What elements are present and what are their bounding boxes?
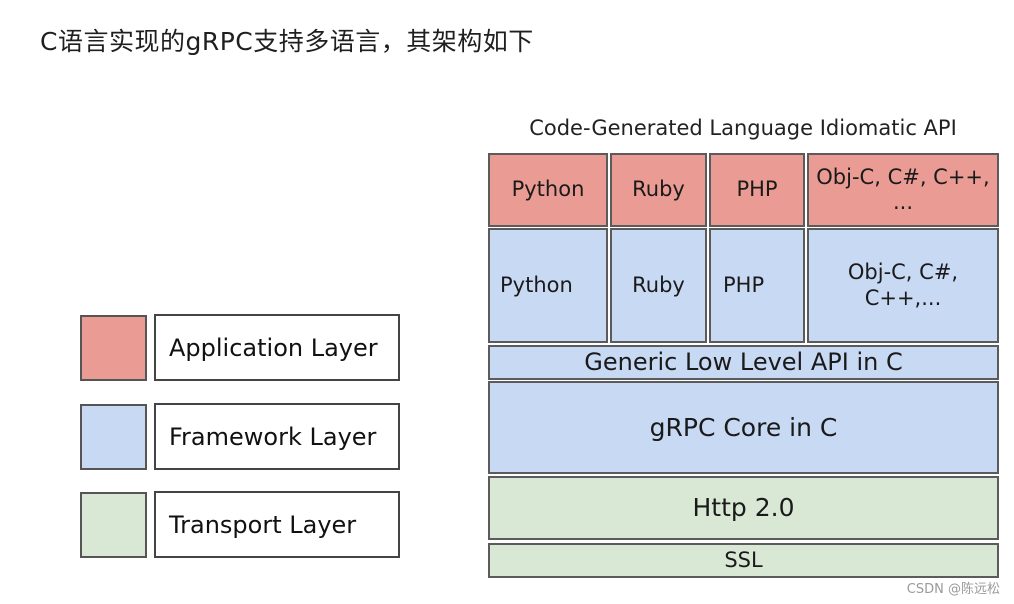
legend-transport-text: Transport Layer xyxy=(169,510,357,539)
fw-php-box: PHP xyxy=(709,228,805,343)
fw-php-label: PHP xyxy=(723,272,765,297)
app-php-label: PHP xyxy=(736,177,778,202)
grpc-core-box: gRPC Core in C xyxy=(488,381,999,474)
diagram-title: Code-Generated Language Idiomatic API xyxy=(529,116,957,140)
grpc-core-label: gRPC Core in C xyxy=(649,412,838,442)
ssl-label: SSL xyxy=(724,547,763,572)
app-other-label: Obj-C, C#, C++, ... xyxy=(816,164,990,214)
fw-python-label: Python xyxy=(500,272,573,297)
low-level-api-box: Generic Low Level API in C xyxy=(488,345,999,380)
watermark: CSDN @陈远松 xyxy=(906,582,1000,597)
legend-transport-swatch xyxy=(80,492,147,558)
app-ruby-label: Ruby xyxy=(632,177,685,202)
app-python-label: Python xyxy=(511,177,585,202)
fw-ruby-box: Ruby xyxy=(610,228,707,343)
app-python-box: Python xyxy=(488,153,608,227)
app-ruby-box: Ruby xyxy=(610,153,707,227)
fw-ruby-label: Ruby xyxy=(632,272,685,297)
page-heading: C语言实现的gRPC支持多语言，其架构如下 xyxy=(40,27,534,56)
http-box: Http 2.0 xyxy=(488,476,999,540)
legend-framework-text: Framework Layer xyxy=(169,422,377,451)
fw-other-box: Obj-C, C#, C++,... xyxy=(807,228,999,343)
legend-framework-swatch xyxy=(80,404,147,470)
ssl-box: SSL xyxy=(488,543,999,578)
legend-application-swatch xyxy=(80,315,147,381)
legend-application-label: Application Layer xyxy=(154,314,400,381)
fw-python-box: Python xyxy=(488,228,608,343)
fw-other-label: Obj-C, C#, C++,... xyxy=(847,260,959,310)
http-label: Http 2.0 xyxy=(692,493,795,522)
legend-application-text: Application Layer xyxy=(169,333,378,362)
legend-framework-label: Framework Layer xyxy=(154,403,400,470)
app-php-box: PHP xyxy=(709,153,805,227)
legend-transport-label: Transport Layer xyxy=(154,491,400,558)
low-level-api-label: Generic Low Level API in C xyxy=(584,348,903,377)
app-other-box: Obj-C, C#, C++, ... xyxy=(807,153,999,227)
